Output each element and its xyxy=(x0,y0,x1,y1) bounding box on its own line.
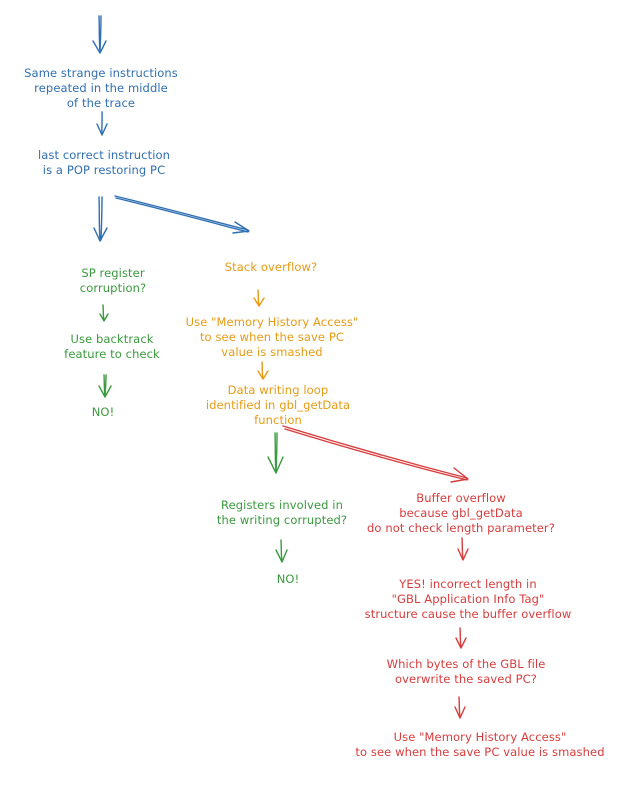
node-line: value is smashed xyxy=(221,345,323,359)
node-line: Same strange instructions xyxy=(24,66,178,80)
node-line: Use "Memory History Access" xyxy=(185,315,359,329)
node-line: Which bytes of the GBL file xyxy=(386,657,546,671)
arrow-yes-to-which xyxy=(455,627,467,649)
node-line: "GBL Application Info Tag" xyxy=(391,592,545,606)
node-use-backtrack: Use backtrack feature to check xyxy=(64,332,160,362)
node-line: NO! xyxy=(276,572,300,586)
arrow-strange-to-last xyxy=(96,111,108,136)
node-line: Stack overflow? xyxy=(224,260,318,274)
node-line: NO! xyxy=(91,405,115,419)
node-line: Data writing loop xyxy=(227,383,329,397)
node-use-memory-history-2: Use "Memory History Access" to see when … xyxy=(355,730,604,760)
node-line: because gbl_getData xyxy=(399,506,523,520)
arrow-memory-to-loop xyxy=(257,361,269,380)
node-sp-register-corruption: SP register corruption? xyxy=(80,266,146,296)
arrow-last-to-sp xyxy=(93,196,108,242)
arrow-which-to-memory2 xyxy=(454,696,466,719)
node-line: identified in gbl_getData xyxy=(205,398,351,412)
arrow-sp-to-backtrack xyxy=(99,304,109,322)
arrow-loop-to-buffer xyxy=(282,425,469,483)
node-line: last correct instruction xyxy=(37,148,171,162)
node-data-writing-loop: Data writing loop identified in gbl_getD… xyxy=(206,383,350,428)
node-no-middle: NO! xyxy=(277,572,300,587)
arrow-entry xyxy=(92,15,107,54)
node-line: overwrite the saved PC? xyxy=(395,672,537,686)
node-which-bytes: Which bytes of the GBL file overwrite th… xyxy=(387,657,546,687)
arrow-buffer-to-yes xyxy=(457,537,469,561)
node-no-left: NO! xyxy=(92,405,115,420)
node-line: to see when the save PC value is smashed xyxy=(355,745,605,759)
node-line: Use "Memory History Access" xyxy=(393,730,567,744)
node-line: Use backtrack xyxy=(70,332,154,346)
node-use-memory-history-1: Use "Memory History Access" to see when … xyxy=(186,315,359,360)
node-line: Registers involved in xyxy=(221,498,343,512)
arrow-loop-to-registers xyxy=(267,432,284,474)
arrow-backtrack-to-no xyxy=(98,374,112,398)
node-stack-overflow: Stack overflow? xyxy=(225,260,317,275)
arrow-stack-to-memory xyxy=(253,289,265,307)
node-buffer-overflow: Buffer overflow because gbl_getData do n… xyxy=(367,491,555,536)
node-yes-incorrect-length: YES! incorrect length in "GBL Applicatio… xyxy=(365,577,572,622)
node-line: SP register xyxy=(81,266,145,280)
node-line: do not check length parameter? xyxy=(367,521,555,535)
arrow-registers-to-no xyxy=(275,539,288,563)
node-line: function xyxy=(254,413,302,427)
node-line: corruption? xyxy=(79,281,147,295)
arrow-last-to-stack xyxy=(114,195,250,234)
node-line: feature to check xyxy=(64,347,160,361)
node-line: structure cause the buffer overflow xyxy=(364,607,572,621)
node-line: to see when the save PC xyxy=(199,330,345,344)
node-same-strange-instructions: Same strange instructions repeated in th… xyxy=(24,66,178,111)
node-line: repeated in the middle xyxy=(34,81,168,95)
node-line: YES! incorrect length in xyxy=(399,577,537,591)
node-line: is a POP restoring PC xyxy=(42,163,166,177)
node-line: the writing corrupted? xyxy=(216,513,348,527)
node-line: of the trace xyxy=(66,96,136,110)
node-line: Buffer overflow xyxy=(416,491,506,505)
node-registers-involved: Registers involved in the writing corrup… xyxy=(217,498,347,528)
node-last-correct-instruction: last correct instruction is a POP restor… xyxy=(38,148,170,178)
